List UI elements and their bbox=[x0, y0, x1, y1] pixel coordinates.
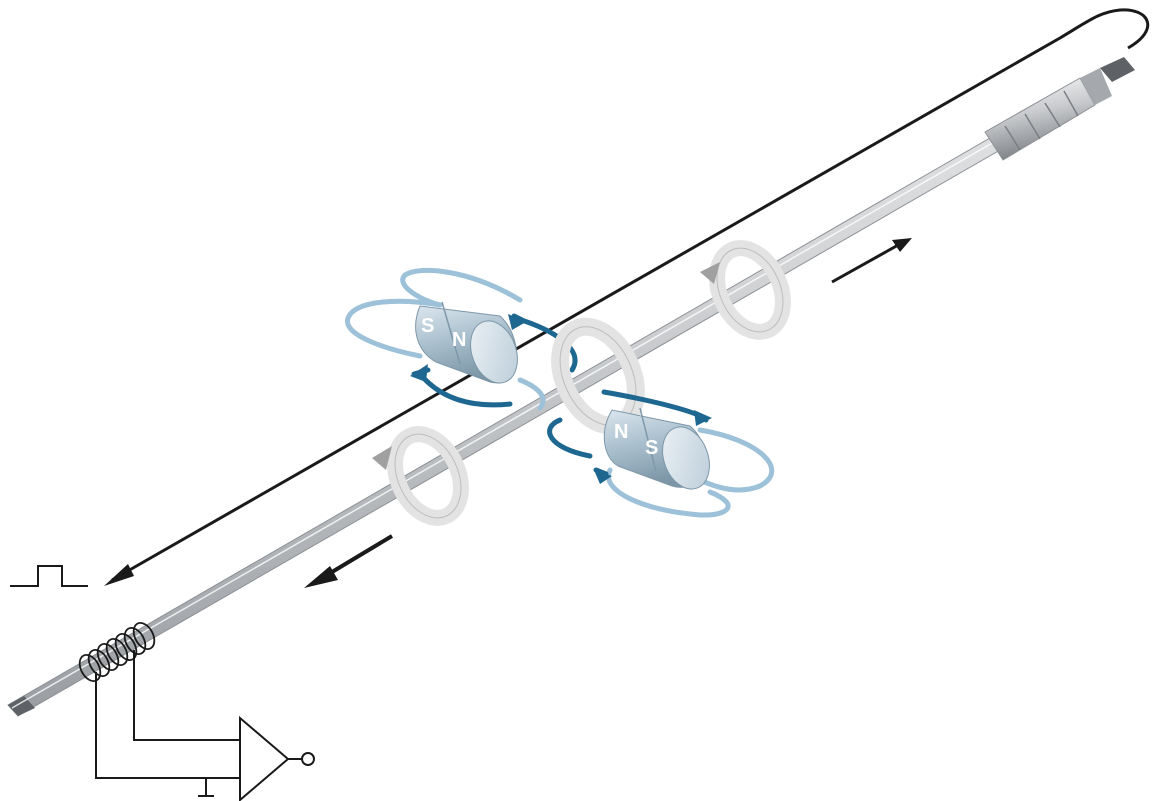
return-wire bbox=[111, 8, 1150, 582]
magnet-upper-left-pole: S bbox=[421, 315, 434, 337]
magnet-upper: S N bbox=[415, 301, 518, 384]
pulse-signal-icon bbox=[10, 565, 88, 587]
torsion-twist-arrow-front bbox=[372, 426, 469, 526]
pickup-coil bbox=[78, 622, 156, 682]
torsion-twist-arrow-rear bbox=[700, 240, 791, 340]
magnet-lower-field-lines-front bbox=[593, 467, 609, 477]
amplifier-circuit bbox=[95, 650, 315, 801]
field-arrowhead bbox=[410, 364, 428, 382]
damping-sleeve bbox=[984, 57, 1135, 161]
magnet-lower-right-pole: S bbox=[645, 437, 658, 459]
wave-direction-arrow-rear bbox=[831, 238, 912, 284]
waveguide-rod bbox=[7, 137, 1001, 717]
field-arrowhead bbox=[508, 314, 526, 330]
return-wire-arrowhead bbox=[104, 564, 134, 586]
amplifier-icon bbox=[239, 715, 290, 801]
field-arrowhead bbox=[694, 410, 712, 426]
magnet-upper-right-pole: N bbox=[452, 329, 466, 351]
magnet-lower-left-pole: N bbox=[614, 421, 628, 443]
wave-direction-arrow-front bbox=[304, 534, 394, 588]
field-arrowhead bbox=[594, 470, 612, 484]
output-terminal-icon bbox=[301, 752, 315, 766]
magnet-lower: N S bbox=[603, 407, 710, 490]
